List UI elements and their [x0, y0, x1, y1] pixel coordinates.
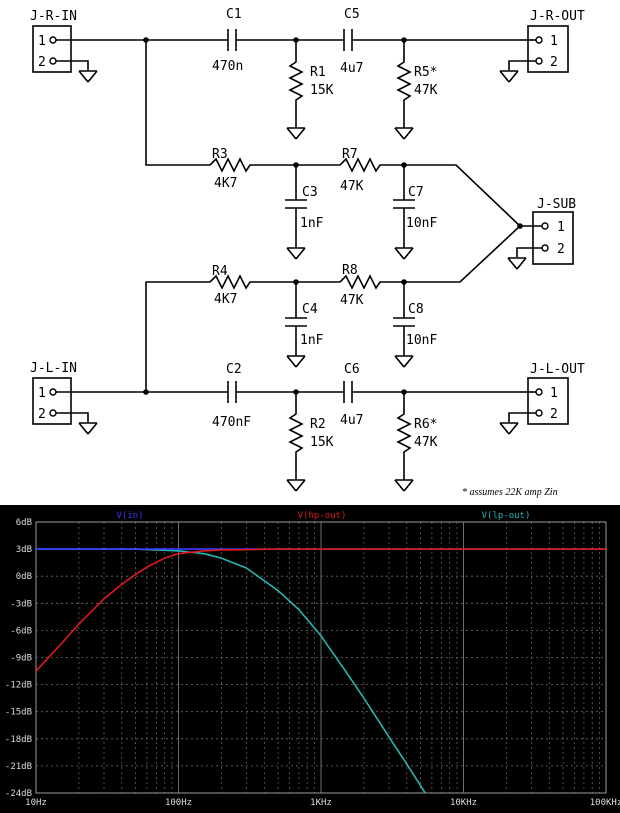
- j-sub-label: J-SUB: [537, 197, 576, 212]
- plot-curves: [36, 548, 606, 793]
- y-tick-label: -24dB: [5, 789, 32, 799]
- y-tick-label: -6dB: [10, 626, 32, 636]
- plot-frame: [35, 521, 607, 794]
- pin-2-label: 2: [38, 407, 46, 422]
- footnote: * assumes 22K amp Zin: [462, 487, 558, 498]
- r1-value: 15K: [310, 83, 334, 98]
- capacitor-c8: [393, 282, 415, 368]
- capacitor-c3: [285, 165, 307, 260]
- r4-value: 4K7: [214, 292, 237, 307]
- x-tick-label: 10KHz: [450, 798, 477, 808]
- y-tick-label: -9dB: [10, 654, 32, 664]
- legend-entry: V(hp-out): [298, 511, 347, 521]
- r3-value: 4K7: [214, 176, 237, 191]
- j-r-out-label: J-R-OUT: [530, 9, 585, 24]
- plot-legend: V(in) V(hp-out) V(lp-out): [116, 511, 530, 521]
- capacitor-c1: [208, 29, 344, 51]
- r5-ref: R5*: [414, 65, 437, 80]
- y-tick-label: -12dB: [5, 681, 32, 691]
- c5-value: 4u7: [340, 61, 363, 76]
- c8-ref: C8: [408, 302, 424, 317]
- c4-value: 1nF: [300, 333, 324, 348]
- j-l-out-label: J-L-OUT: [530, 362, 585, 377]
- r1-ref: R1: [310, 65, 326, 80]
- r5-value: 47K: [414, 83, 438, 98]
- frequency-response-plot: 6dB 3dB 0dB -3dB -6dB -9dB -12dB -15dB -18dB -21d…: [0, 505, 620, 813]
- x-tick-label: 1KHz: [310, 798, 332, 808]
- pin-2-label: 2: [550, 55, 558, 70]
- capacitor-c6: [343, 381, 520, 403]
- r7-ref: R7: [342, 147, 358, 162]
- pin-2-label: 2: [550, 407, 558, 422]
- resistor-r1: [286, 40, 306, 140]
- pin-1-label: 1: [550, 386, 558, 401]
- r8-ref: R8: [342, 263, 358, 278]
- y-tick-label: 6dB: [16, 518, 32, 528]
- resistor-r2: [286, 392, 306, 492]
- c7-value: 10nF: [406, 216, 437, 231]
- resistor-r4: [209, 274, 340, 290]
- y-tick-label: 0dB: [16, 572, 32, 582]
- c6-ref: C6: [344, 362, 360, 377]
- connector-j-r-out: [499, 25, 569, 83]
- y-tick-label: -3dB: [10, 599, 32, 609]
- x-tick-label: 100Hz: [165, 798, 192, 808]
- connector-j-l-out: [499, 377, 569, 435]
- pin-2-label: 2: [38, 55, 46, 70]
- j-l-in-label: J-L-IN: [30, 361, 77, 376]
- r4-ref: R4: [212, 264, 228, 279]
- r6-ref: R6*: [414, 417, 437, 432]
- c3-value: 1nF: [300, 216, 324, 231]
- y-tick-label: -21dB: [5, 762, 32, 772]
- connector-j-sub: [507, 211, 574, 270]
- c6-value: 4u7: [340, 413, 363, 428]
- r3-ref: R3: [212, 147, 228, 162]
- resistor-r8: [339, 225, 521, 290]
- pin-1-label: 1: [38, 386, 46, 401]
- r8-value: 47K: [340, 293, 364, 308]
- resistor-r7: [339, 157, 521, 227]
- legend-entry: V(in): [116, 511, 143, 521]
- c8-value: 10nF: [406, 333, 437, 348]
- c1-ref: C1: [226, 7, 242, 22]
- x-axis-ticks: 10Hz 100Hz 1KHz 10KHz 100KHz: [25, 798, 620, 808]
- c3-ref: C3: [302, 185, 318, 200]
- r2-value: 15K: [310, 435, 334, 450]
- y-tick-label: 3dB: [16, 545, 32, 555]
- r2-ref: R2: [310, 417, 326, 432]
- connector-j-r-in: [32, 25, 208, 83]
- pin-2-label: 2: [557, 242, 565, 257]
- capacitor-c2: [227, 381, 344, 403]
- y-axis-ticks: 6dB 3dB 0dB -3dB -6dB -9dB -12dB -15dB -18dB -21d…: [5, 518, 32, 799]
- c2-ref: C2: [226, 362, 242, 377]
- capacitor-c5: [343, 29, 520, 51]
- resistor-r6: [394, 392, 414, 492]
- c2-value: 470nF: [212, 415, 251, 430]
- r6-value: 47K: [414, 435, 438, 450]
- c7-ref: C7: [408, 185, 424, 200]
- resistor-r3: [209, 157, 340, 173]
- c4-ref: C4: [302, 302, 318, 317]
- r7-value: 47K: [340, 179, 364, 194]
- capacitor-c4: [285, 282, 307, 368]
- x-tick-label: 10Hz: [25, 798, 47, 808]
- pin-1-label: 1: [550, 34, 558, 49]
- resistor-r5: [394, 40, 414, 140]
- c5-ref: C5: [344, 7, 360, 22]
- pin-1-label: 1: [557, 220, 565, 235]
- j-r-in-label: J-R-IN: [30, 9, 77, 24]
- legend-entry: V(lp-out): [482, 511, 531, 521]
- pin-1-label: 1: [38, 34, 46, 49]
- c1-value: 470n: [212, 59, 243, 74]
- series-line-1: [36, 548, 606, 672]
- connector-j-l-in: [32, 377, 228, 435]
- x-tick-label: 100KHz: [590, 798, 620, 808]
- y-tick-label: -15dB: [5, 708, 32, 718]
- filter-schematic: J-R-IN 1 2 C1 470n R1 15K C5 4u7 R5* 47K: [30, 7, 585, 498]
- y-tick-label: -18dB: [5, 735, 32, 745]
- capacitor-c7: [393, 165, 415, 260]
